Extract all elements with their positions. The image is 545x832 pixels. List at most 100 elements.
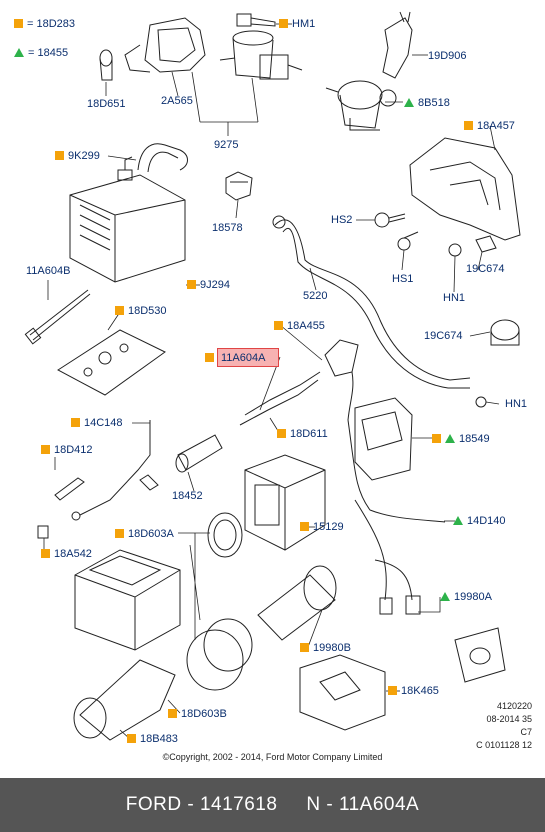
square-marker-icon — [274, 321, 283, 330]
triangle-marker-icon — [445, 434, 455, 443]
valve-8b518-drawing — [325, 80, 397, 131]
part-label-19980a: 19980A — [440, 591, 492, 603]
hose-9k299-drawing — [137, 143, 188, 173]
mount-19c674-lower-drawing — [475, 319, 520, 408]
square-marker-icon — [115, 529, 124, 538]
part-label-14c148: 14C148 — [71, 417, 123, 429]
square-marker-icon — [388, 686, 397, 695]
part-label-19c674-upper: 19C674 — [466, 263, 505, 275]
part-label-18d530: 18D530 — [115, 305, 167, 317]
triangle-marker-icon — [404, 98, 414, 107]
part-label-2a565: 2A565 — [161, 95, 193, 107]
housing-15129-drawing — [244, 454, 326, 551]
tube-19980b-drawing — [257, 565, 337, 641]
square-marker-icon — [55, 151, 64, 160]
grommet-18d651-drawing — [99, 49, 113, 81]
info-line-3: C7 — [520, 727, 532, 737]
shield-18a457-drawing — [409, 137, 521, 241]
highlighted-part-11a604a: 11A604A — [205, 348, 279, 367]
square-marker-icon — [41, 549, 50, 558]
glow-pin-11a604b-drawing — [24, 289, 91, 345]
exhaust-pipe-5220-drawing — [272, 215, 471, 389]
part-label-hn1-upper: HN1 — [443, 292, 466, 304]
square-marker-icon — [279, 19, 288, 28]
gasket-18d603a-drawing — [207, 512, 243, 558]
box-18549-drawing — [354, 397, 413, 481]
part-label-15129: 15129 — [300, 521, 344, 533]
part-label-5220: 5220 — [303, 290, 328, 302]
ecu-18a542-drawing — [74, 549, 181, 651]
part-label-19980b: 19980B — [300, 642, 351, 654]
part-label-9k299: 9K299 — [55, 150, 100, 162]
gasket-18d530-drawing — [57, 329, 166, 396]
part-label-9j294: 9J294 — [187, 279, 230, 291]
legend-square-label: = 18D283 — [27, 18, 76, 30]
part-label-18549: 18549 — [432, 433, 490, 445]
harness-14d140-drawing — [347, 419, 446, 615]
cover-18k465-drawing — [299, 654, 386, 731]
bolt-hm1-drawing — [236, 13, 276, 27]
drawing-info: 4120220 08-2014 35 C7 C 0101128 12 — [440, 700, 532, 752]
part-label-18d412: 18D412 — [41, 444, 93, 456]
part-label-18a542: 18A542 — [41, 548, 92, 560]
square-marker-icon — [277, 429, 286, 438]
legend-square: = 18D283 — [14, 18, 75, 30]
part-label-18578: 18578 — [212, 222, 243, 234]
diagram-drawing — [24, 11, 521, 741]
info-line-4: C 0101128 12 — [476, 740, 532, 750]
tube-14c148-drawing — [71, 420, 159, 521]
fasteners-drawing — [374, 212, 497, 257]
footer-part-number: FORD - 1417618 N - 11A604A — [125, 794, 420, 815]
part-label-8b518: 8B518 — [404, 97, 450, 109]
square-marker-icon — [115, 306, 124, 315]
part-label-hm1: HM1 — [279, 18, 315, 30]
square-marker-icon — [168, 709, 177, 718]
connector-18a542-drawing — [37, 525, 49, 539]
leader-lines — [43, 23, 500, 740]
triangle-marker-icon — [440, 592, 450, 601]
part-label-19c674-lower: 19C674 — [424, 330, 463, 342]
part-label-18d611: 18D611 — [277, 428, 328, 440]
part-label-11a604b: 11A604B — [26, 265, 71, 277]
square-marker-icon — [432, 434, 441, 443]
controller-19980a-drawing — [454, 627, 506, 683]
square-marker-icon — [464, 121, 473, 130]
part-label-18d603a: 18D603A — [115, 528, 174, 540]
part-label-11a604a: 11A604A — [221, 352, 266, 364]
filter-18452-drawing — [175, 434, 223, 473]
part-label-hs2: HS2 — [331, 214, 353, 226]
footer-bar: FORD - 1417618 N - 11A604A — [0, 778, 545, 832]
square-marker-icon — [127, 734, 136, 743]
part-label-18d651: 18D651 — [87, 98, 126, 110]
triangle-marker-icon — [14, 48, 24, 57]
copyright-text: ©Copyright, 2002 - 2014, Ford Motor Comp… — [162, 752, 383, 762]
exhaust-18b483-drawing — [73, 659, 176, 741]
bracket-2a565-drawing — [124, 17, 206, 73]
legend-triangle: = 18455 — [14, 47, 68, 59]
legend-triangle-label: = 18455 — [28, 47, 69, 59]
info-line-2: 08-2014 35 — [486, 714, 532, 724]
bracket-19d906-drawing — [382, 11, 413, 79]
part-label-18a455: 18A455 — [274, 320, 325, 332]
part-label-18452: 18452 — [172, 490, 203, 502]
square-marker-icon — [300, 643, 309, 652]
info-line-1: 4120220 — [496, 701, 532, 711]
part-label-hs1: HS1 — [392, 273, 414, 285]
parts-diagram: = 18D283 = 18455 HM1 19D906 18D651 2A565… — [14, 11, 532, 762]
part-label-18b483: 18B483 — [127, 733, 178, 745]
part-label-18k465: 18K465 — [388, 685, 439, 697]
triangle-marker-icon — [453, 516, 463, 525]
harness-18a455-drawing — [239, 339, 359, 426]
square-marker-icon — [300, 522, 309, 531]
pump-9275-drawing — [219, 30, 303, 80]
part-label-hn1-lower: HN1 — [505, 398, 528, 410]
square-marker-icon — [205, 353, 214, 362]
square-marker-icon — [41, 445, 50, 454]
oring-18d603b-drawing — [186, 618, 253, 691]
part-label-19d906: 19D906 — [428, 50, 467, 62]
square-marker-icon — [71, 418, 80, 427]
part-label-9275: 9275 — [214, 139, 239, 151]
clip-18d412-drawing — [54, 477, 85, 501]
heater-unit-drawing — [69, 156, 186, 283]
sensor-18578-drawing — [225, 171, 253, 201]
